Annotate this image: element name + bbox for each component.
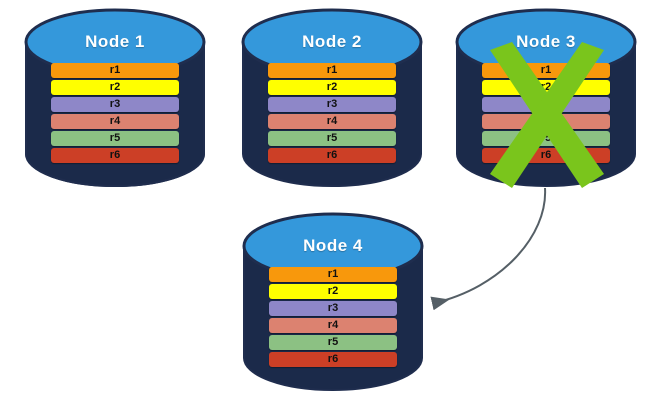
record-r5[interactable]: r5 xyxy=(268,131,396,146)
record-r2[interactable]: r2 xyxy=(51,80,179,95)
node-1[interactable]: Node 1 r1 r2 r3 r4 r5 r6 xyxy=(24,8,206,188)
record-r3[interactable]: r3 xyxy=(51,97,179,112)
record-r6[interactable]: r6 xyxy=(268,148,396,163)
node-3-records: r1 r2 r3 r4 r5 r6 xyxy=(482,63,610,163)
record-r6[interactable]: r6 xyxy=(51,148,179,163)
record-r2[interactable]: r2 xyxy=(269,284,397,299)
record-r3[interactable]: r3 xyxy=(269,301,397,316)
record-r5[interactable]: r5 xyxy=(482,131,610,146)
failover-arrow-path xyxy=(430,187,547,311)
record-r1[interactable]: r1 xyxy=(482,63,610,78)
record-r1[interactable]: r1 xyxy=(51,63,179,78)
record-r5[interactable]: r5 xyxy=(51,131,179,146)
node-3[interactable]: Node 3 r1 r2 r3 r4 r5 r6 xyxy=(455,8,637,188)
record-r3[interactable]: r3 xyxy=(268,97,396,112)
node-4[interactable]: Node 4 r1 r2 r3 r4 r5 r6 xyxy=(242,212,424,392)
node-1-records: r1 r2 r3 r4 r5 r6 xyxy=(51,63,179,163)
record-r2[interactable]: r2 xyxy=(268,80,396,95)
node-2[interactable]: Node 2 r1 r2 r3 r4 r5 r6 xyxy=(241,8,423,188)
record-r4[interactable]: r4 xyxy=(269,318,397,333)
record-r1[interactable]: r1 xyxy=(269,267,397,282)
record-r5[interactable]: r5 xyxy=(269,335,397,350)
record-r4[interactable]: r4 xyxy=(51,114,179,129)
record-r6[interactable]: r6 xyxy=(269,352,397,367)
node-4-records: r1 r2 r3 r4 r5 r6 xyxy=(269,267,397,367)
record-r4[interactable]: r4 xyxy=(268,114,396,129)
record-r3[interactable]: r3 xyxy=(482,97,610,112)
record-r6[interactable]: r6 xyxy=(482,148,610,163)
record-r2[interactable]: r2 xyxy=(482,80,610,95)
record-r1[interactable]: r1 xyxy=(268,63,396,78)
record-r4[interactable]: r4 xyxy=(482,114,610,129)
node-2-records: r1 r2 r3 r4 r5 r6 xyxy=(268,63,396,163)
